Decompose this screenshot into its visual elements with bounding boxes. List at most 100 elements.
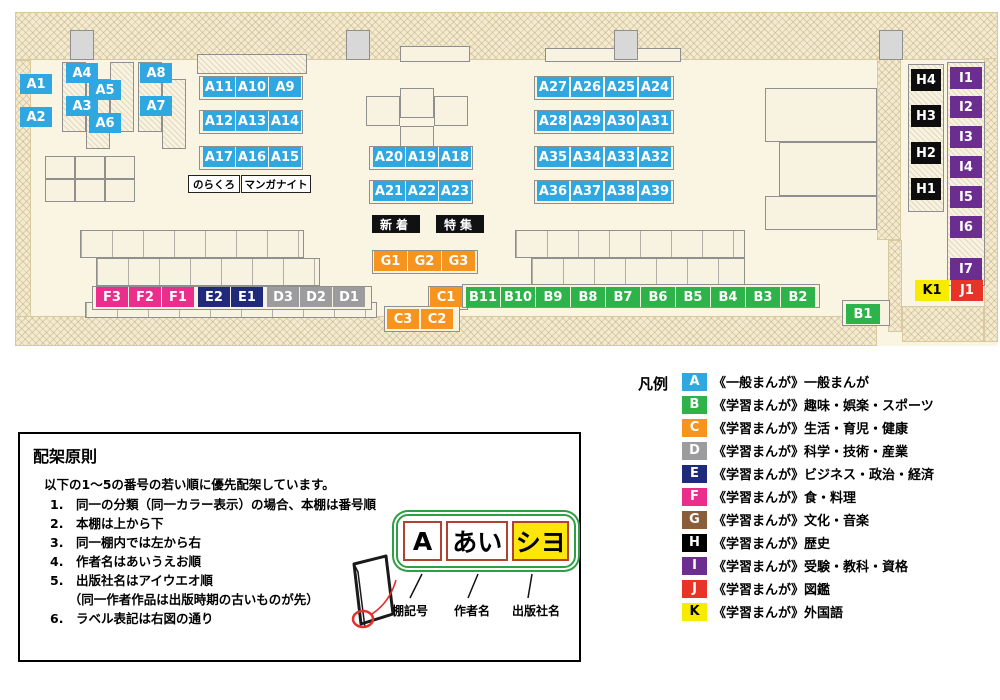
caption-publisher: 出版社名 [512, 604, 561, 618]
shelf-label-I3: I3 [950, 126, 982, 148]
shelf-unit [765, 88, 877, 142]
legend-swatch-K: K [682, 602, 707, 621]
legend-label: 《学習まんが》趣味・娯楽・スポーツ [713, 399, 934, 414]
shelf-label-B7: B7 [606, 287, 640, 307]
hatch-wall-top [15, 12, 998, 60]
shelf-label-A1: A1 [20, 74, 52, 94]
legend-row-C: C《学習まんが》生活・育児・健康 [682, 416, 934, 439]
shelf-label-A29: A29 [571, 111, 603, 131]
shelf-label-I7: I7 [950, 258, 982, 280]
principles-rule: 5. 出版社名はアイウエオ順 [50, 573, 213, 588]
shelf-label-A19: A19 [406, 147, 438, 167]
shelf-label-A4: A4 [66, 63, 98, 83]
shelf-label-G2: G2 [408, 251, 441, 271]
shelf-label-A38: A38 [605, 181, 637, 201]
shelf-label-A23: A23 [439, 181, 471, 201]
shelf-unit [400, 46, 470, 62]
legend-swatch-E: E [682, 464, 707, 483]
shelf-label-G3: G3 [442, 251, 475, 271]
pillar-4 [879, 30, 903, 60]
legend-label: 《一般まんが》一般まんが [713, 376, 870, 391]
banner-label: 特集 [436, 215, 484, 233]
shelf-label-C2: C2 [421, 309, 453, 329]
principles-rule: 1. 同一の分類（同一カラー表示）の場合、本棚は番号順 [50, 497, 376, 512]
shelf-unit [197, 54, 307, 74]
legend-swatch-H: H [682, 533, 707, 552]
shelf-label-A26: A26 [571, 77, 603, 97]
shelf-label-E1: E1 [231, 287, 263, 307]
shelf-unit [779, 142, 877, 196]
pillar-1 [70, 30, 94, 60]
hatch-wall-right [984, 58, 998, 342]
principles-rule: （同一作者作品は出版時期の古いものが先） [50, 592, 319, 607]
legend-label: 《学習まんが》歴史 [713, 537, 831, 552]
shelf-unit [400, 88, 434, 118]
pillar-3 [614, 30, 638, 60]
shelf-label-A6: A6 [89, 113, 121, 133]
hatch-wall-divider-lower [888, 240, 902, 332]
shelf-label-A21: A21 [373, 181, 405, 201]
shelf-unit [75, 179, 105, 202]
hatch-wall-right-bottom [902, 306, 984, 342]
legend-swatch-A: A [682, 372, 707, 391]
shelf-unit [105, 179, 135, 202]
shelf-label-D1: D1 [333, 287, 365, 307]
shelf-label-A39: A39 [639, 181, 671, 201]
shelf-unit [531, 258, 745, 286]
sample-publisher-name: シヨ [512, 521, 570, 561]
shelf-label-A33: A33 [605, 147, 637, 167]
book-label-position-icon [351, 554, 397, 629]
shelf-label-I6: I6 [950, 216, 982, 238]
shelf-label-A30: A30 [605, 111, 637, 131]
shelf-label-I5: I5 [950, 186, 982, 208]
shelf-label-B8: B8 [571, 287, 605, 307]
sign-label: マンガナイト [241, 175, 311, 193]
shelf-label-B9: B9 [536, 287, 570, 307]
principles-rule: 4. 作者名はあいうえお順 [50, 554, 201, 569]
legend-swatch-F: F [682, 487, 707, 506]
hatch-wall-left [15, 60, 31, 320]
legend-row-H: H 《学習まんが》歴史 [682, 531, 934, 554]
legend-swatch-C: C [682, 418, 707, 437]
shelf-unit [434, 96, 468, 126]
shelf-label-F1: F1 [162, 287, 194, 307]
shelf-label-F2: F2 [129, 287, 161, 307]
legend-row-J: J《学習まんが》図鑑 [682, 577, 934, 600]
shelf-label-C3: C3 [387, 309, 419, 329]
shelf-label-A2: A2 [20, 107, 52, 127]
shelf-label-H3: H3 [911, 105, 941, 127]
shelf-label-G1: G1 [374, 251, 407, 271]
shelf-label-J1: J1 [951, 280, 983, 301]
legend-swatch-J: J [682, 579, 707, 598]
caption-shelf-code: 棚記号 [392, 604, 429, 618]
legend-row-I: I《学習まんが》受験・教科・資格 [682, 554, 934, 577]
legend-row-A: A 《一般まんが》一般まんが [682, 370, 934, 393]
shelf-unit [105, 156, 135, 179]
shelf-label-A16: A16 [236, 147, 268, 167]
shelf-unit [45, 156, 75, 179]
shelf-label-H2: H2 [911, 142, 941, 164]
shelf-label-F3: F3 [96, 287, 128, 307]
shelf-label-A11: A11 [203, 77, 235, 97]
legend-swatch-D: D [682, 441, 707, 460]
shelf-label-B2: B2 [781, 287, 815, 307]
shelf-label-B6: B6 [641, 287, 675, 307]
shelf-unit [366, 96, 400, 126]
shelf-label-D3: D3 [267, 287, 299, 307]
principles-rule: 3. 同一棚内では左から右 [50, 535, 201, 550]
legend-label: 《学習まんが》受験・教科・資格 [713, 560, 909, 575]
shelf-label-A7: A7 [140, 96, 172, 116]
shelf-label-A9: A9 [269, 77, 301, 97]
legend-row-F: F《学習まんが》食・料理 [682, 485, 934, 508]
shelf-label-I4: I4 [950, 156, 982, 178]
shelf-label-I2: I2 [950, 96, 982, 118]
principles-intro: 以下の1〜5の番号の若い順に優先配架しています。 [44, 477, 335, 492]
legend-row-G: G《学習まんが》文化・音楽 [682, 508, 934, 531]
shelf-label-A25: A25 [605, 77, 637, 97]
shelf-label-A28: A28 [537, 111, 569, 131]
legend-row-K: K《学習まんが》外国語 [682, 600, 934, 623]
shelf-label-B11: B11 [466, 287, 500, 307]
shelf-label-A37: A37 [571, 181, 603, 201]
